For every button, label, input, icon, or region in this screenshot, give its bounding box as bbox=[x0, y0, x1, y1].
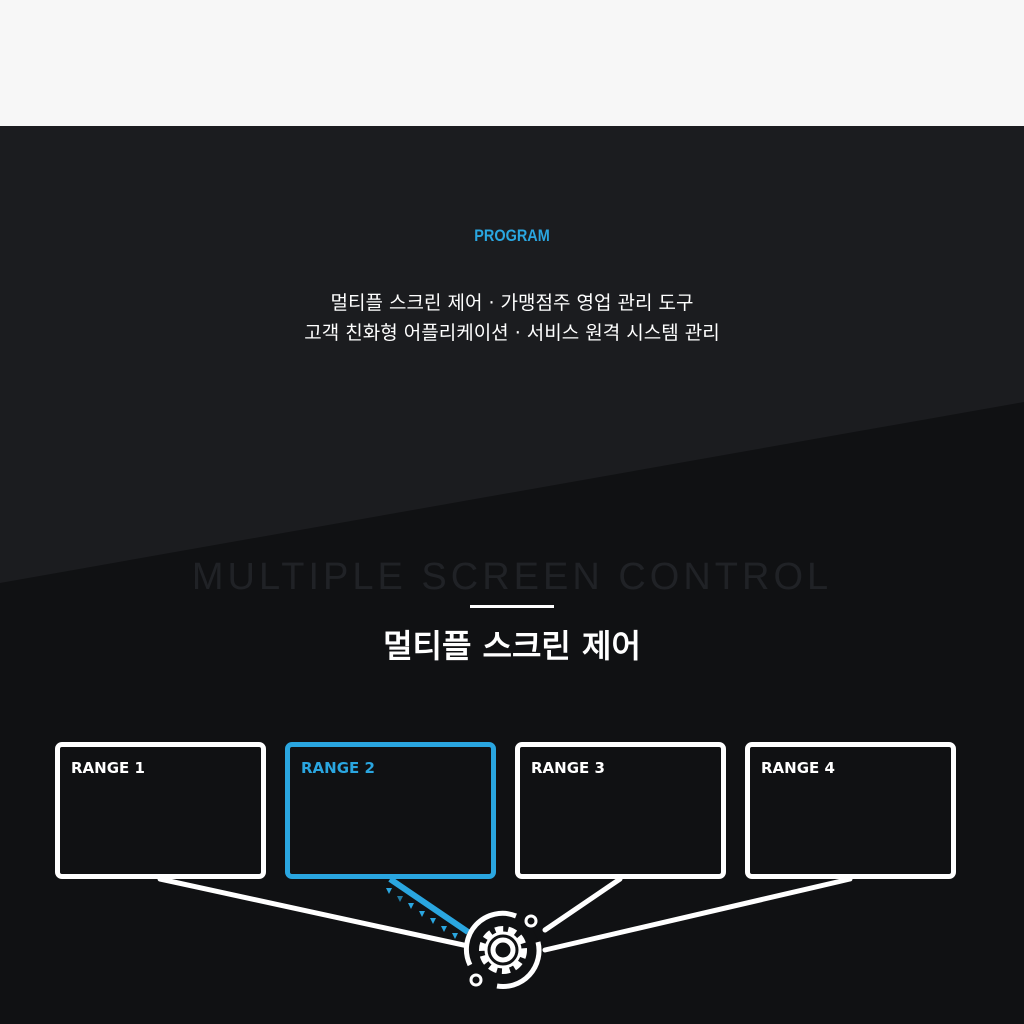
range-1-screen[interactable]: RANGE 1 bbox=[55, 742, 266, 879]
ghost-title: MULTIPLE SCREEN CONTROL bbox=[191, 556, 833, 598]
range-label: RANGE 1 bbox=[71, 759, 145, 777]
range-label: RANGE 3 bbox=[531, 759, 605, 777]
description-line: 멀티플 스크린 제어 · 가맹점주 영업 관리 도구 bbox=[330, 292, 694, 314]
range-label: RANGE 4 bbox=[761, 759, 835, 777]
range-4-screen[interactable]: RANGE 4 bbox=[745, 742, 956, 879]
connector-line bbox=[542, 876, 853, 953]
connector-line bbox=[542, 876, 623, 933]
title-divider bbox=[470, 605, 554, 608]
range-3-screen[interactable]: RANGE 3 bbox=[515, 742, 726, 879]
top-blank-area bbox=[0, 0, 1024, 126]
program-description: 멀티플 스크린 제어 · 가맹점주 영업 관리 도구 고객 친화형 어플리케이션… bbox=[0, 288, 1024, 348]
range-label: RANGE 2 bbox=[301, 759, 375, 777]
gear-icon bbox=[463, 910, 542, 989]
signal-arrows bbox=[386, 888, 458, 939]
connector-line bbox=[157, 876, 471, 949]
range-2-screen[interactable]: RANGE 2 bbox=[285, 742, 496, 879]
section-label: PROGRAM bbox=[474, 226, 550, 245]
active-connector-line bbox=[388, 876, 470, 935]
description-line: 고객 친화형 어플리케이션 · 서비스 원격 시스템 관리 bbox=[304, 322, 720, 344]
section-title: 멀티플 스크린 제어 bbox=[383, 627, 641, 665]
